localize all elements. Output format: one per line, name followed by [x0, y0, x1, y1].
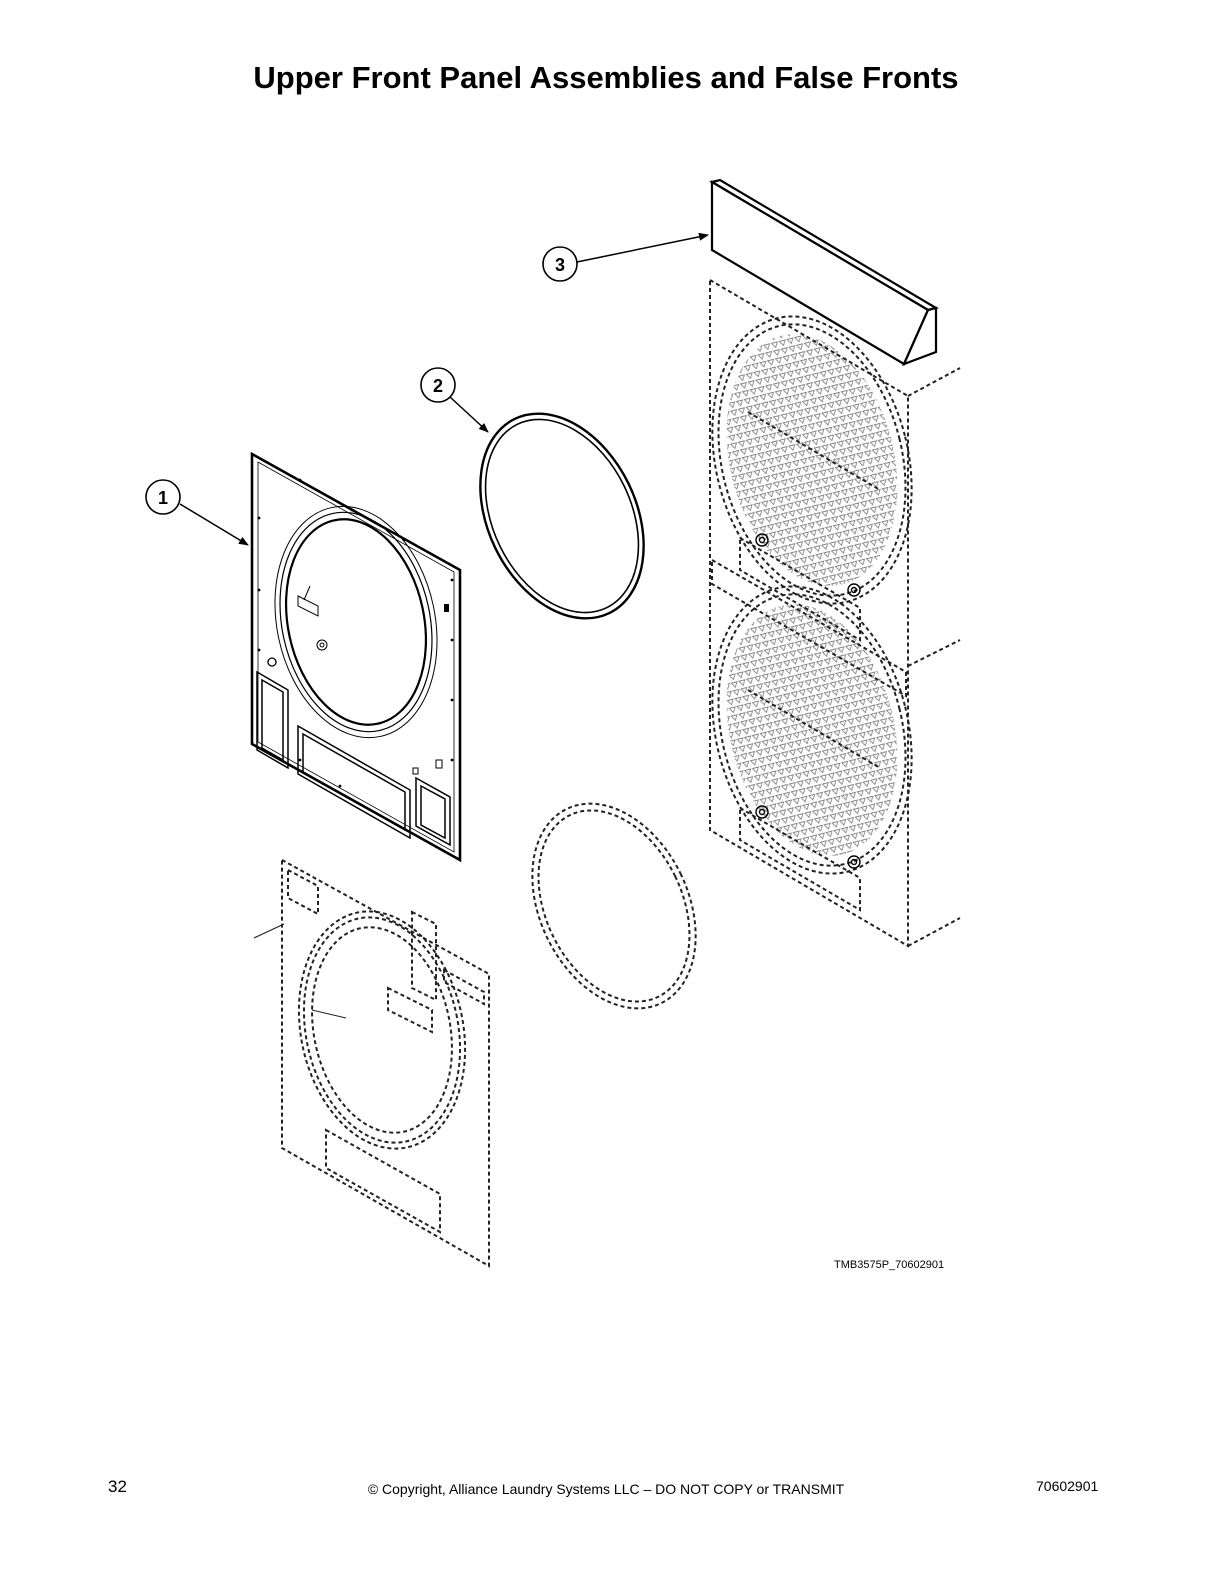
callout-3-number: 3	[555, 255, 565, 275]
upper-front-panel	[250, 451, 462, 863]
drum-perforation-upper	[726, 334, 898, 586]
copyright-notice: © Copyright, Alliance Laundry Systems LL…	[367, 1481, 845, 1497]
callout-2: 2	[420, 367, 489, 433]
panel-cutout-center	[297, 724, 411, 840]
panel-holes	[257, 478, 454, 788]
callout-3: 3	[542, 232, 709, 282]
drawing-id: TMB3575P_70602901	[834, 1259, 945, 1271]
callout-1-number: 1	[158, 488, 168, 508]
drum-perforation-lower	[726, 604, 898, 856]
panel-cutout-right	[415, 776, 451, 847]
cabinet-bolts	[755, 533, 861, 869]
callout-2-number: 2	[433, 376, 443, 396]
door-opening-rings	[274, 505, 438, 739]
panel-cutout-left	[256, 670, 289, 770]
reference-lower-panel	[253, 858, 490, 1268]
door-gasket-ring	[479, 412, 645, 620]
reference-gasket-ring	[531, 802, 697, 1010]
page-title: Upper Front Panel Assemblies and False F…	[253, 60, 959, 95]
false-front	[709, 178, 939, 366]
document-number: 70602901	[1036, 1478, 1099, 1494]
page-number: 32	[108, 1477, 127, 1496]
panel-bracket	[297, 585, 328, 651]
callout-1: 1	[145, 479, 249, 546]
